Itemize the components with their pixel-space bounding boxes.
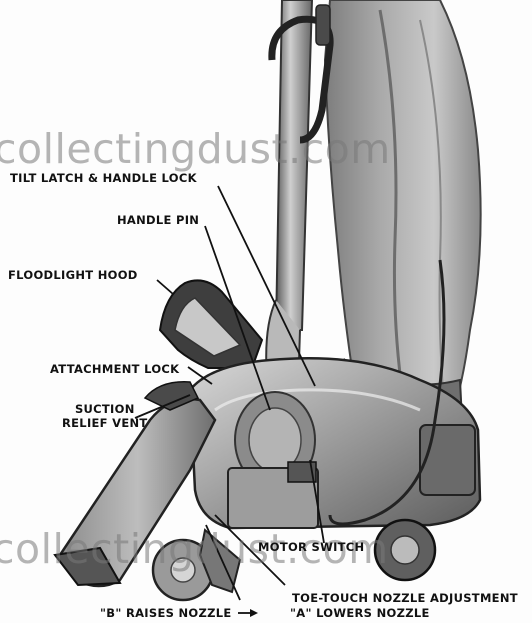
label-a-lowers: "A" LOWERS NOZZLE <box>290 606 430 620</box>
label-motor-switch: MOTOR SWITCH <box>258 540 364 554</box>
label-handle-pin: HANDLE PIN <box>117 213 199 227</box>
label-toe-touch: TOE-TOUCH NOZZLE ADJUSTMENT <box>292 591 518 605</box>
label-suction-relief-vent: SUCTION RELIEF VENT <box>62 402 148 430</box>
arrow-b-icon <box>250 609 258 617</box>
watermark-top: collectingdust.com <box>0 125 391 173</box>
handle <box>266 0 330 420</box>
label-suction-line2: RELIEF VENT <box>62 416 148 430</box>
label-floodlight-hood: FLOODLIGHT HOOD <box>8 268 138 282</box>
label-b-raises: "B" RAISES NOZZLE <box>100 606 232 620</box>
label-attachment-lock: ATTACHMENT LOCK <box>50 362 179 376</box>
label-tilt-latch: TILT LATCH & HANDLE LOCK <box>10 171 197 185</box>
floodlight-hood <box>160 280 262 368</box>
label-suction-line1: SUCTION <box>62 402 148 416</box>
